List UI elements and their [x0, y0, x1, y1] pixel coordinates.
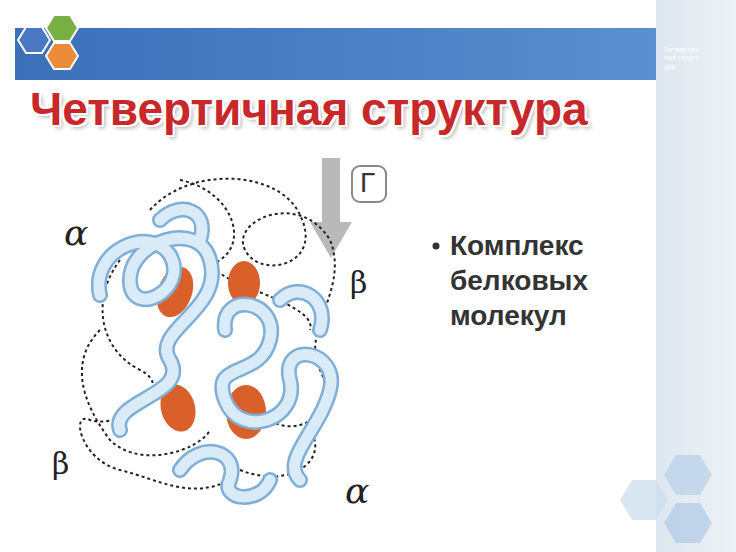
- subunit-label: α: [64, 212, 88, 253]
- label-box: [352, 166, 386, 202]
- header-bar: [15, 28, 660, 80]
- subunit-label: β: [52, 446, 69, 481]
- subunit-label: α: [345, 470, 369, 511]
- bullet-text: Комплекс белковых молекул: [450, 228, 650, 333]
- slide-title: Четвертичная структура: [30, 82, 588, 136]
- side-panel: [656, 0, 736, 552]
- hexagon-logo: [18, 15, 78, 69]
- protein-illustration: [80, 179, 335, 497]
- subunit-label: β: [350, 265, 367, 300]
- side-caption: Четвертичная структура: [664, 46, 698, 71]
- callout-letter: Г: [360, 167, 375, 199]
- bullet: [433, 243, 440, 250]
- hexagon-decor: [620, 455, 712, 543]
